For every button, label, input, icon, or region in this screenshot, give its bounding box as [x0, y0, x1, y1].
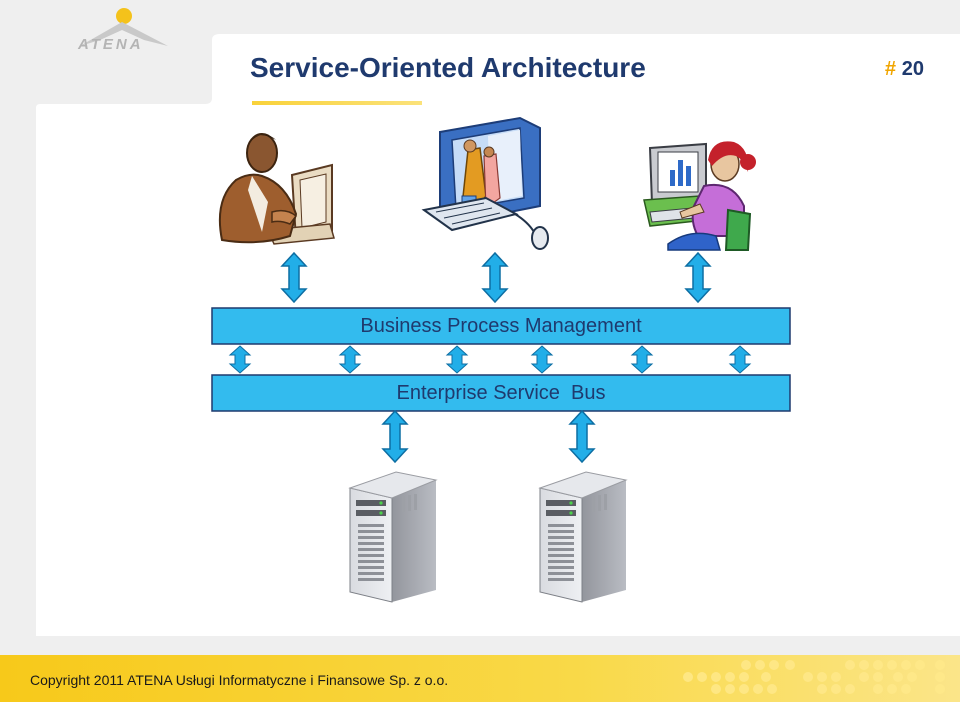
- bpm-label: Business Process Management: [360, 315, 642, 337]
- woman-at-computer-icon: [643, 141, 756, 251]
- esb-bar: Enterprise Service Bus: [211, 374, 791, 412]
- arrow-user3-bpm: [684, 251, 712, 304]
- arrow-user1-bpm: [280, 251, 308, 304]
- server-tower-icon: [538, 471, 628, 603]
- page-symbol: #: [884, 58, 896, 80]
- page-number: #20: [885, 58, 924, 81]
- arrow-esb-server1: [381, 409, 409, 464]
- arrow-user2-bpm: [481, 251, 509, 304]
- footer-bar: [0, 655, 960, 702]
- atena-logo: [80, 8, 168, 46]
- footer-copyright: Copyright 2011 ATENA Usługi Informatyczn…: [30, 672, 449, 688]
- page-title: Service-Oriented Architecture: [250, 52, 646, 83]
- server-tower-icon: [348, 471, 438, 603]
- footer-dot-pattern: [683, 660, 945, 694]
- arrow-esb-server2: [568, 409, 596, 464]
- bpm-esb-connectors: [228, 345, 752, 374]
- logo-text: ATENA: [78, 36, 144, 53]
- title-underline: [252, 101, 422, 105]
- shopping-on-computer-icon: [421, 116, 549, 250]
- businessman-at-computer-icon: [218, 133, 335, 245]
- esb-label: Enterprise Service Bus: [397, 382, 606, 404]
- bpm-bar: Business Process Management: [211, 307, 791, 345]
- page-number-value: 20: [901, 58, 924, 80]
